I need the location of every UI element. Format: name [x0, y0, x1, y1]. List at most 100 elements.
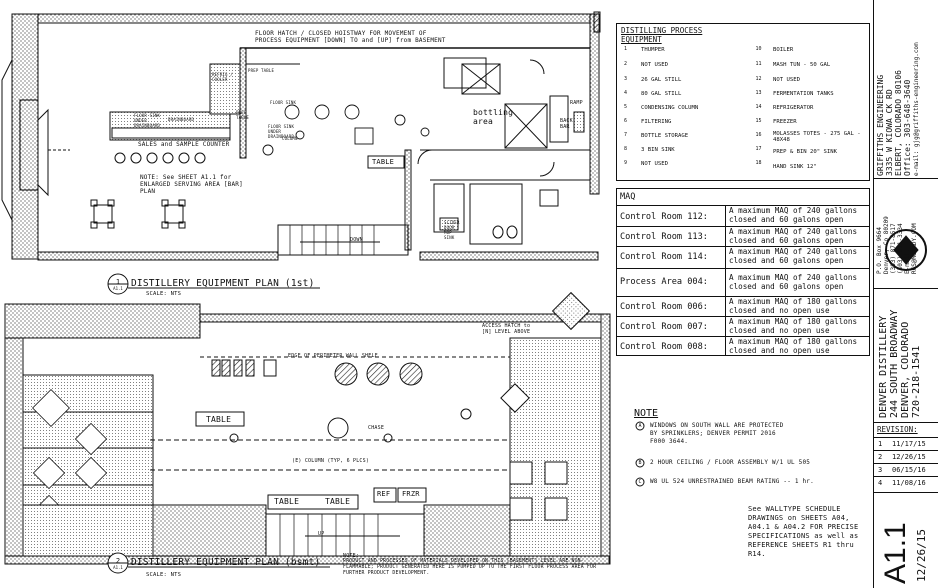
first-floor-plan-scale: SCALE: NTS [146, 291, 182, 297]
contact-city: Denver, Co 80209 [883, 216, 890, 274]
legend-marker: 7 [623, 132, 627, 138]
revision-block: REVISION: 1 11/17/15 2 12/26/15 3 06/15/… [874, 422, 938, 493]
sales-counter-label: SALES and SAMPLE COUNTER [138, 141, 230, 148]
maq-value: A maximum MAQ of 240 gallons closed and … [725, 269, 869, 296]
table-label-bsmt-2: TABLE [274, 497, 300, 506]
revision-number: 4 [878, 479, 883, 487]
legend-marker: 2 [623, 61, 627, 67]
access-hatch-callout: ACCESS HATCH to [N] LEVEL ABOVE [482, 323, 531, 335]
note-key-b: B [638, 460, 642, 466]
contact-po-box: P.O. Box 9664 [876, 227, 883, 274]
legend-item: BOILER [773, 47, 794, 53]
chase-label: CHASE [368, 425, 385, 431]
plan-marker-1-sheet: A1.1 [113, 286, 123, 291]
revision-date: 12/26/15 [892, 453, 926, 461]
legend-item: NOT USED [773, 77, 800, 83]
sheet-id-block: A1.1 12/26/15 [874, 492, 938, 588]
legend-item: MOLASSES TOTES - 275 GAL - 48X48 [773, 131, 861, 143]
refrig-cooler-label: REFRIG / COOLER [212, 72, 233, 82]
maq-value: A maximum MAQ of 240 gallons closed and … [725, 247, 869, 268]
table-label-bsmt-3: TABLE [325, 497, 351, 506]
maq-room: Control Room 008: [620, 342, 708, 352]
project-phone: 720-218-1541 [911, 345, 922, 418]
revision-date: 06/15/16 [892, 466, 926, 474]
maq-value: A maximum MAQ of 180 gallons closed and … [725, 297, 869, 316]
maq-room: Control Room 007: [620, 322, 708, 332]
legend-item: FERMENTATION TANKS [773, 91, 834, 97]
legend-item: NOT USED [641, 62, 668, 68]
basement-plan [4, 291, 611, 565]
legend-marker: 13 [755, 90, 762, 96]
plan-marker-2 [107, 552, 330, 574]
revision-row: 4 11/08/16 [874, 476, 938, 490]
bottling-area-label: bottling area [473, 108, 514, 126]
legend-marker: 6 [623, 118, 627, 124]
engineer-city: ELBERT, COLORADO 80106 [894, 70, 903, 176]
project-block: DENVER DISTILLERY 244 SOUTH BROADWAY DEN… [874, 288, 938, 423]
maq-row: Control Room 007: A maximum MAQ of 180 g… [617, 316, 869, 336]
equipment-legend-title: DISTILLING PROCESS EQUIPMENT [621, 26, 703, 44]
legend-item: HAND SINK 12" [773, 164, 817, 170]
legend-marker: 17 [755, 146, 762, 152]
notes-title: NOTE [634, 408, 659, 419]
legend-item: PREP & BIN 20" SINK [773, 149, 837, 155]
dining-tables [90, 199, 186, 229]
maq-room: Process Area 004: [620, 277, 708, 287]
legend-marker: 16 [755, 132, 762, 138]
plan-marker-1 [107, 273, 320, 295]
legend-marker: 1 [623, 46, 627, 52]
sheet-number: A1.1 [879, 522, 912, 584]
revision-number: 1 [878, 440, 883, 448]
floor-sink-label-2: FLOOR SINK UNDER DRAINBOARD [268, 124, 295, 139]
table-label-bsmt: TABLE [206, 415, 232, 424]
legend-marker: 9 [623, 160, 627, 166]
basement-plan-title: DISTILLERY EQUIPMENT PLAN (bsmt) [131, 557, 321, 568]
revision-row: 2 12/26/15 [874, 450, 938, 464]
table-label-first: TABLE [372, 158, 395, 166]
legend-marker: 10 [755, 46, 762, 52]
maq-row: Control Room 113: A maximum MAQ of 240 g… [617, 226, 869, 246]
legend-marker: 14 [755, 104, 762, 110]
legend-marker: 12 [755, 76, 762, 82]
note-keys [635, 421, 645, 487]
contact-fax: (303) 871-3334 [897, 223, 904, 274]
maq-value: A maximum MAQ of 180 gallons closed and … [725, 317, 869, 336]
revision-date: 11/17/15 [892, 440, 926, 448]
back-bar-label: BACK BAR [560, 118, 573, 130]
maq-room: Control Room 114: [620, 252, 708, 262]
legend-marker: 15 [755, 118, 762, 124]
basement-equipment [195, 359, 500, 520]
column-label: COLUMN [282, 136, 298, 141]
equipment-legend: DISTILLING PROCESS EQUIPMENT 1 THUMPER 2… [616, 23, 870, 181]
floor-hatch-callout: FLOOR HATCH / CLOSED HOISTWAY FOR MOVEME… [255, 30, 446, 44]
basement-plan-scale: SCALE: NTS [146, 572, 182, 578]
legend-item: NOT USED [641, 161, 668, 167]
walltype-note: See WALLTYPE SCHEDULE DRAWINGS on SHEETS… [748, 505, 859, 558]
contact-email-label: E-mail: [904, 248, 911, 274]
ref-label: REF [377, 490, 391, 498]
first-floor-note: NOTE: See SHEET A1.1 for ENLARGED SERVIN… [140, 174, 243, 195]
contact-block: P.O. Box 9664 Denver, Co 80209 (303) 871… [874, 178, 938, 289]
legend-item: THUMPER [641, 47, 665, 53]
revision-row: 3 06/15/16 [874, 463, 938, 477]
legend-marker: 18 [755, 160, 762, 166]
prep-table-label-2: PREP TABLE [236, 110, 250, 120]
legend-marker: 5 [623, 104, 627, 110]
contact-phone: (303) 871-8517 [890, 223, 897, 274]
revision-row: 1 11/17/15 [874, 437, 938, 451]
legend-item: 3 BIN SINK [641, 147, 675, 153]
floor-sink-label: FLOOR SINK UNDER DRAINBOARD [134, 113, 161, 128]
stair-down-label: DOWN [350, 237, 363, 243]
legend-item: 26 GAL STILL [641, 77, 682, 83]
basement-note-text: PRODUCT AND PROCESSES OF MATERIALS DEVEL… [343, 559, 597, 576]
maq-room: Control Room 112: [620, 212, 708, 222]
engineer-address: 3335 W KIOWA CK RD [885, 89, 894, 176]
engineer-seal [885, 229, 927, 271]
plan-marker-2-number: 2 [115, 557, 121, 565]
maq-title: MAQ [620, 192, 636, 202]
floor-sink-label-3: FLOOR SINK [270, 100, 297, 105]
stair-up-label: UP [318, 531, 325, 537]
first-floor-plan-title: DISTILLERY EQUIPMENT PLAN (1st) [131, 278, 315, 289]
first-floor-plan [1, 11, 601, 261]
